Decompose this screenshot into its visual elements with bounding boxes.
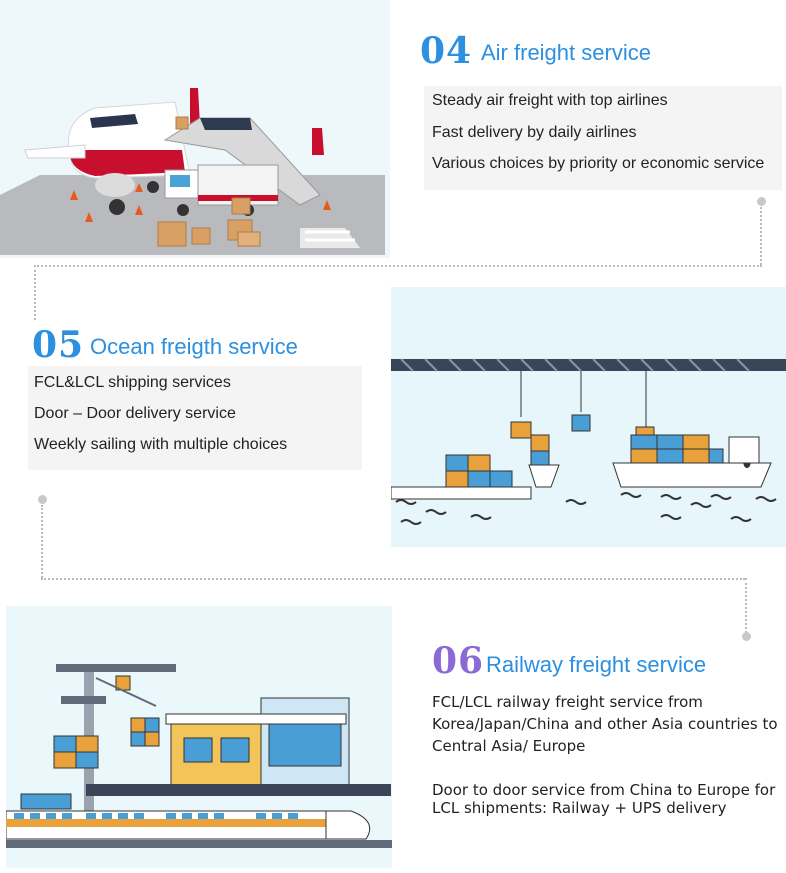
- ocean-feature-2: Door – Door delivery service: [34, 405, 236, 422]
- connector-line: [760, 207, 762, 265]
- connector-line: [41, 505, 43, 578]
- ocean-illustration-panel: [390, 287, 786, 547]
- air-feature-3: Various choices by priority or economic …: [432, 155, 765, 172]
- connector-line: [41, 578, 745, 580]
- connector-dot: [757, 197, 766, 206]
- air-feature-2: Fast delivery by daily airlines: [432, 124, 637, 141]
- connector-dot: [742, 632, 751, 641]
- service-title-railway: Railway freight service: [486, 652, 707, 677]
- air-feature-1: Steady air freight with top airlines: [432, 92, 668, 109]
- ocean-features-box: [28, 366, 362, 470]
- connector-line: [745, 578, 747, 633]
- rail-paragraph-2-line-2: LCL shipments: Railway + UPS delivery: [432, 799, 727, 817]
- airplane-loading-illustration: [0, 88, 385, 255]
- service-title-air: Air freight service: [481, 40, 651, 65]
- connector-line: [34, 265, 36, 320]
- service-number-06: 06: [432, 640, 485, 682]
- ocean-feature-3: Weekly sailing with multiple choices: [34, 436, 288, 453]
- ocean-feature-1: FCL&LCL shipping services: [34, 374, 231, 391]
- container-ship-illustration: [390, 358, 786, 525]
- service-number-05: 05: [32, 324, 85, 366]
- rail-illustration-panel: [5, 606, 392, 868]
- service-title-ocean: Ocean freigth service: [90, 334, 298, 359]
- connector-dot: [38, 495, 47, 504]
- air-illustration-panel: [0, 0, 390, 258]
- rail-paragraph-1-line-1: FCL/LCL railway freight service from: [432, 693, 703, 711]
- air-features-box: [424, 86, 782, 190]
- rail-paragraph-2-line-1: Door to door service from China to Europ…: [432, 781, 776, 799]
- connector-line: [34, 265, 762, 267]
- rail-paragraph-1-line-3: Central Asia/ Europe: [432, 737, 586, 755]
- service-number-04: 04: [420, 30, 473, 72]
- railway-freight-illustration: [5, 664, 392, 848]
- rail-paragraph-1-line-2: Korea/Japan/China and other Asia countri…: [432, 715, 778, 733]
